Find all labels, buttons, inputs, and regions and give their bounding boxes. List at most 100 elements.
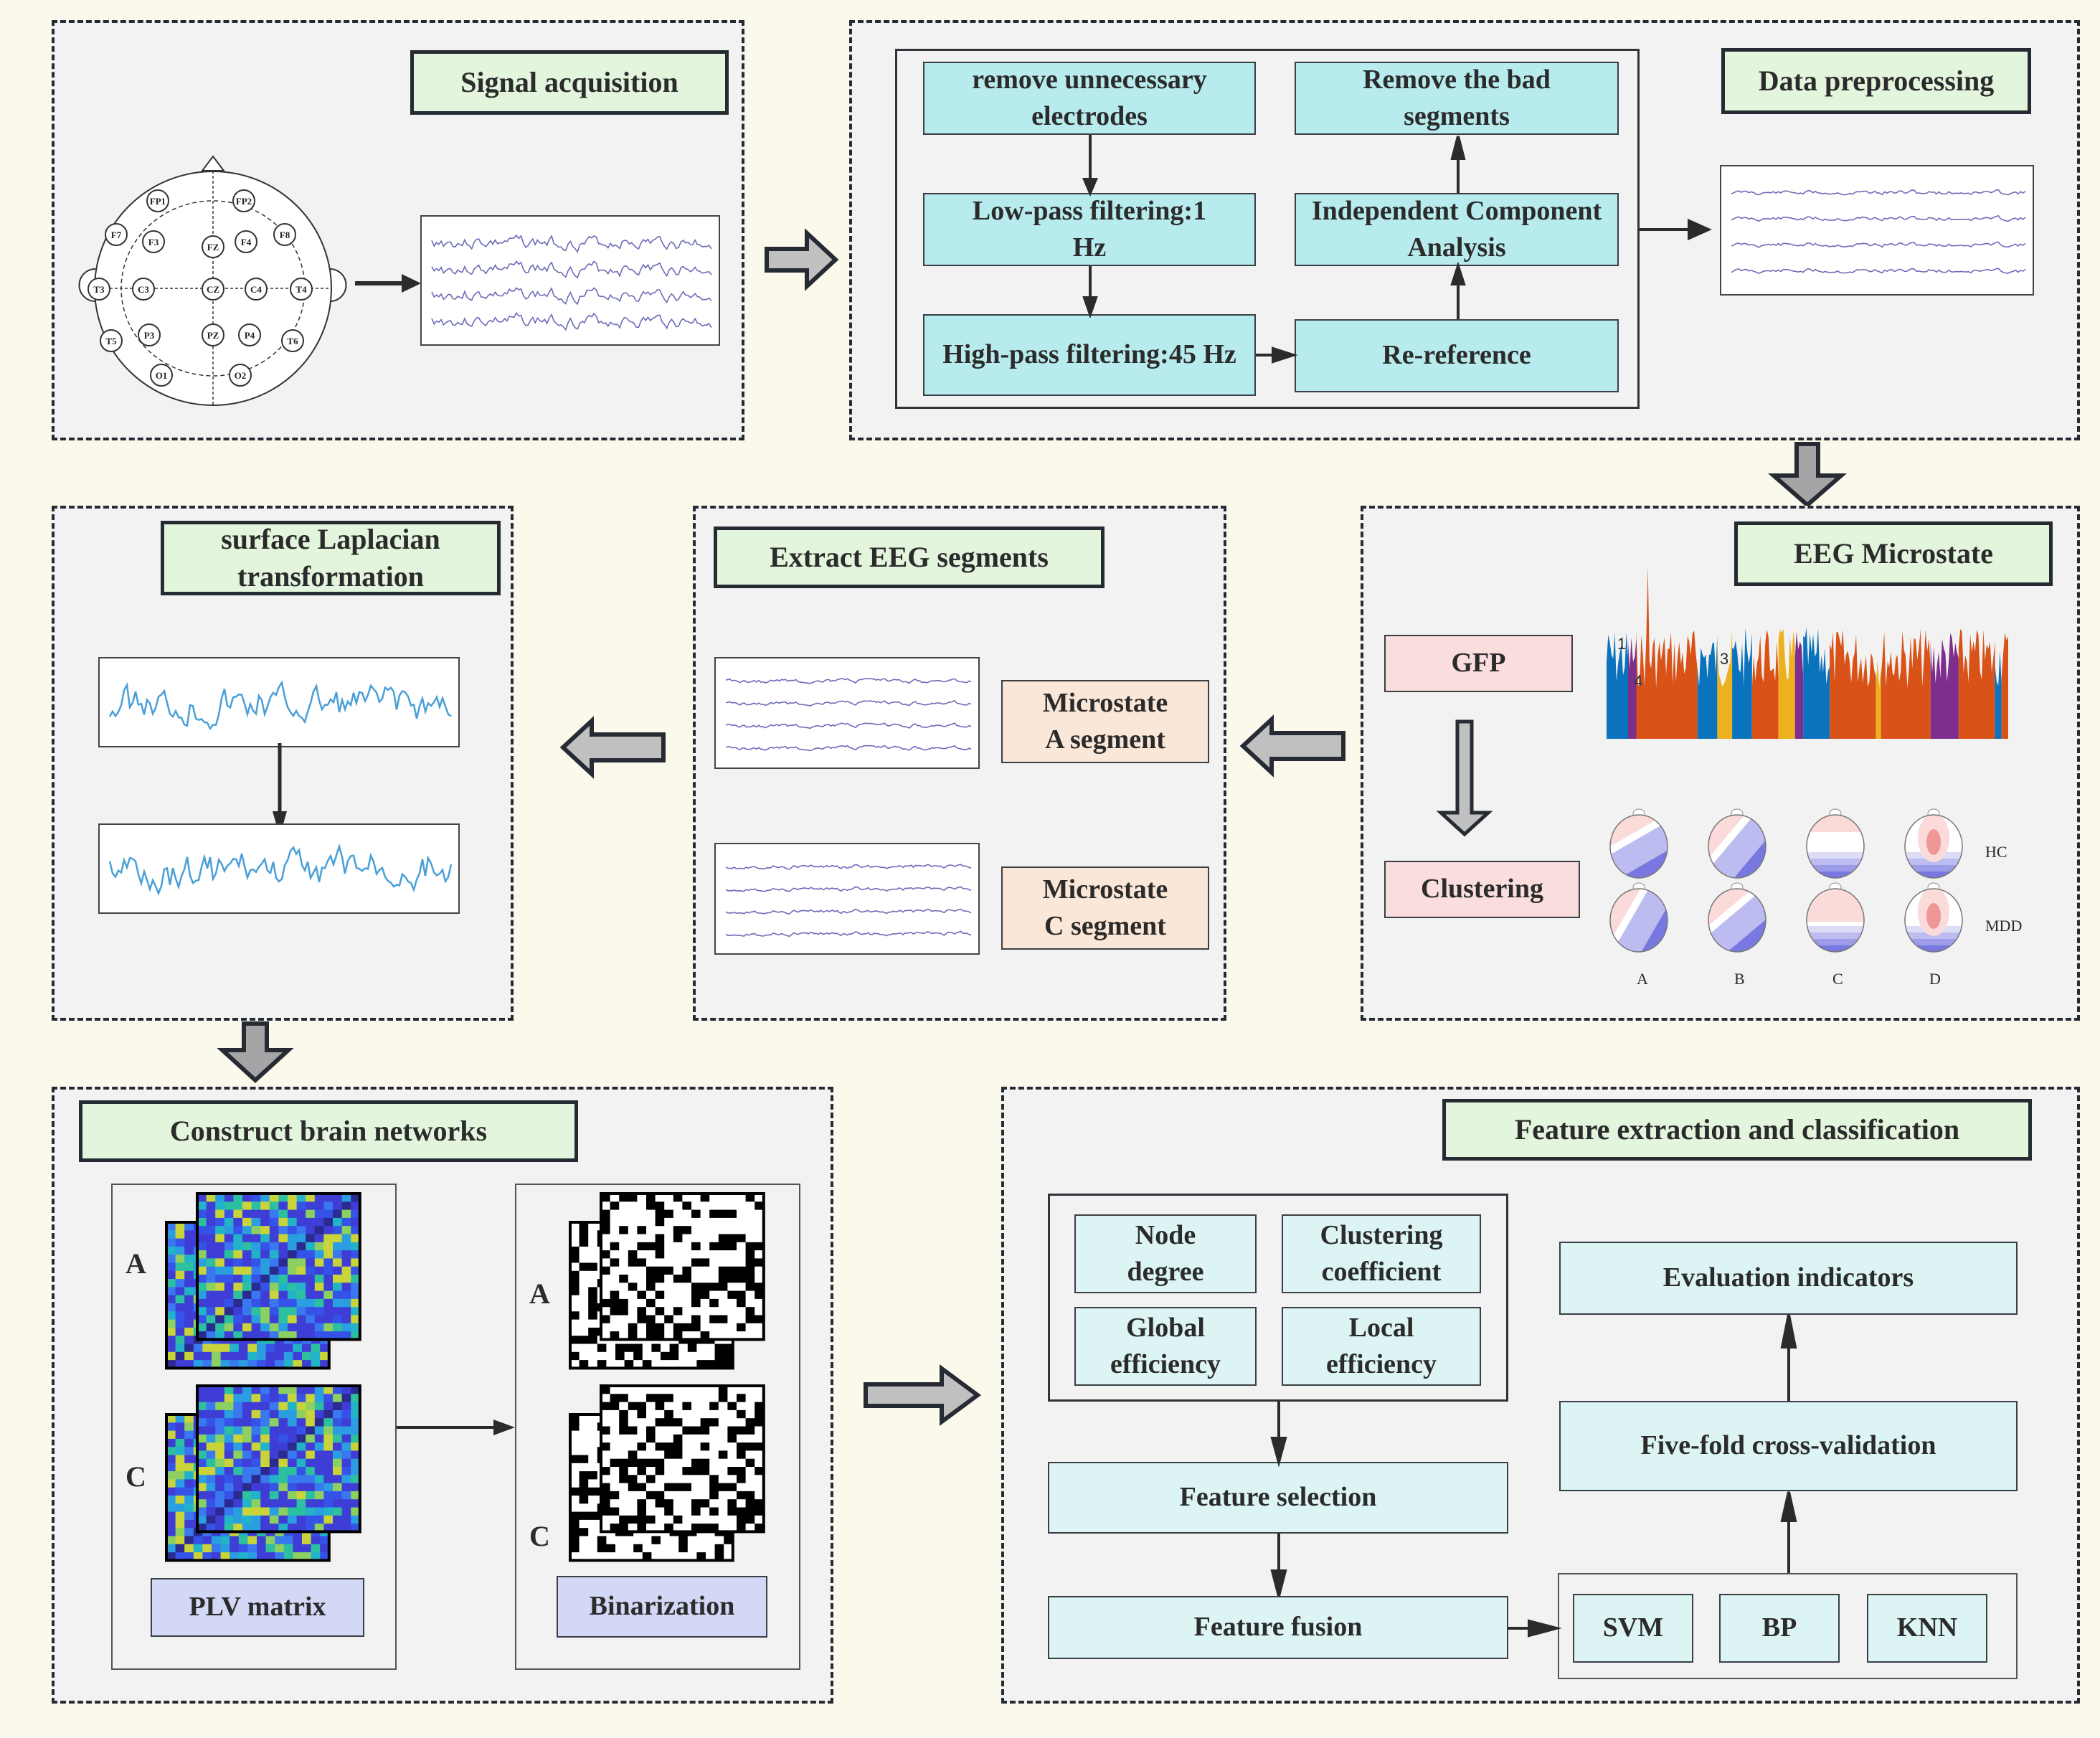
electrode-fp2: FP2 [232,189,255,212]
gfp-segment-state-3 [1778,628,1795,739]
graph-features-frame [1048,1194,1508,1402]
flow-arrow-right-1 [765,228,839,291]
acquisition-arrow [355,274,421,293]
bin-row-label-c: C [529,1520,550,1552]
flow-arrow-right-2 [864,1364,982,1426]
electrode-pz: PZ [202,323,224,346]
eeg-trace [1731,241,2026,248]
classifier-bp: BP [1719,1594,1840,1663]
binary-matrix-c [569,1384,765,1562]
feature-node-degree: Node degree [1074,1214,1257,1293]
svg-text:C4: C4 [250,284,262,295]
svg-text:F7: F7 [111,230,122,240]
svg-text:PZ: PZ [207,330,219,341]
classifiers-frame [1558,1573,2018,1679]
laplacian-title: surface Laplacian transformation [161,521,501,595]
plv-matrix-c [165,1384,361,1562]
svg-text:P4: P4 [245,330,255,341]
plv-matrix-layer-2 [196,1384,361,1534]
gfp-segment-state-1 [1607,632,1628,739]
svg-text:F4: F4 [241,237,252,247]
svg-text:T4: T4 [295,284,307,295]
map-label-d: D [1929,970,1941,988]
gfp-to-clustering-arrow [1436,719,1493,837]
eeg-trace [1731,214,2026,222]
eeg-trace [725,908,972,915]
svg-text:F3: F3 [148,237,159,247]
brain-networks-title: Construct brain networks [79,1100,578,1162]
gfp-marker-4: 4 [1634,672,1643,690]
svg-text:T6: T6 [287,336,298,346]
svg-text:C3: C3 [138,284,149,295]
gfp-segment-state-1 [1697,636,1718,739]
eeg-trace [725,886,972,892]
data-preprocessing-title: Data preprocessing [1721,48,2031,114]
eeg-trace [1731,268,2026,274]
electrode-t4: T4 [290,278,313,301]
feature-local-efficiency: Local efficiency [1282,1307,1481,1386]
gfp-segment-state-2 [1958,629,1995,739]
clustering-box: Clustering [1384,861,1580,918]
feature-fusion-box: Feature fusion [1048,1596,1508,1659]
gfp-segment-state-4 [1930,633,1959,739]
preprocessing-connectors [1082,135,1712,364]
gfp-marker-3: 3 [1720,650,1729,668]
binary-matrix-a [569,1192,765,1370]
segment-a-plot [714,657,980,769]
electrode-f8: F8 [273,223,296,246]
gfp-marker-1: 1 [1617,635,1627,653]
step-remove-bad-segments: Remove the bad segments [1295,62,1619,135]
classifier-svm: SVM [1573,1594,1693,1663]
raw-eeg-plot [420,215,720,346]
gfp-segment-state-2 [1830,629,1876,739]
segment-c-label: Microstate C segment [1001,866,1209,950]
bin-matrix-layer-2 [600,1192,765,1341]
topomap-mdd-a [1609,882,1668,953]
plv-frame [111,1184,397,1670]
gfp-box: GFP [1384,635,1573,692]
row-label-hc: HC [1985,843,2007,861]
flow-arrow-left-1 [1239,714,1345,778]
binarization-label: Binarization [557,1576,767,1638]
electrode-f4: F4 [235,230,257,253]
flow-arrow-down-1 [1767,442,1848,508]
microstate-topomaps [1609,808,1963,953]
electrode-fz: FZ [202,235,224,258]
feature-classification-title: Feature extraction and classification [1442,1099,2032,1161]
plv-row-label-c: C [126,1460,146,1493]
map-label-b: B [1734,970,1745,988]
cross-validation-box: Five-fold cross-validation [1559,1401,2018,1491]
eeg-trace [431,287,712,306]
binarization-frame [515,1184,800,1670]
eeg-microstate-title: EEG Microstate [1734,521,2053,586]
svg-text:FP1: FP1 [150,196,166,207]
electrode-f7: F7 [105,223,128,246]
signal-acquisition-title: Signal acquisition [410,50,729,115]
gfp-segment-state-1 [1995,651,2002,739]
gfp-segment-state-4 [1794,631,1804,739]
feature-global-efficiency: Global efficiency [1074,1307,1257,1386]
classifier-knn: KNN [1867,1594,1987,1663]
electrode-t5: T5 [100,329,123,352]
extract-segments-title: Extract EEG segments [714,526,1105,588]
feature-selection-box: Feature selection [1048,1462,1508,1534]
preprocessed-eeg-plot [1720,165,2034,296]
step-ica: Independent Component Analysis [1295,193,1619,266]
gfp-segment-state-2 [1881,628,1931,739]
segment-a-label: Microstate A segment [1001,680,1209,763]
plv-matrix-label: PLV matrix [151,1578,364,1637]
flow-arrow-down-2 [217,1021,294,1084]
eeg-trace [108,843,453,896]
svg-text:O1: O1 [156,370,168,381]
plv-to-binary-arrow [397,1420,515,1435]
laplacian-before-plot [98,657,460,747]
svg-text:FP2: FP2 [236,196,252,207]
eeg-trace [725,722,972,729]
topomap-mdd-d [1904,882,1963,953]
eeg-trace [431,311,712,331]
bin-matrix-layer-2 [600,1384,765,1534]
svg-text:P3: P3 [144,330,155,341]
feature-clustering-coefficient: Clustering coefficient [1282,1214,1481,1293]
eeg-trace [431,260,712,279]
electrode-c3: C3 [132,278,155,301]
